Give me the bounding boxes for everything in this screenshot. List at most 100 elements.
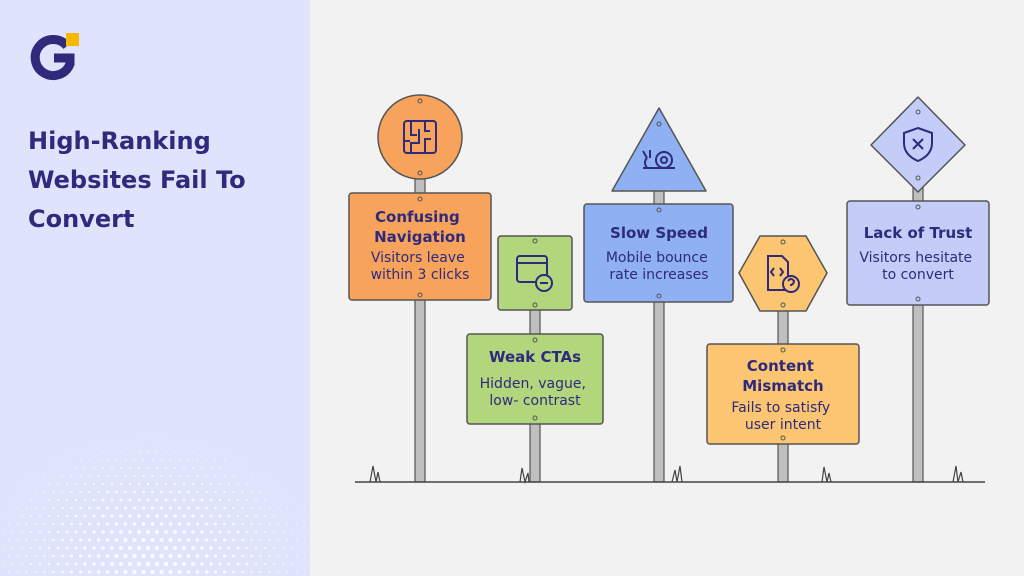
pattern-dot bbox=[154, 545, 160, 551]
pattern-dot bbox=[133, 443, 136, 445]
pattern-dot bbox=[286, 555, 289, 557]
pattern-dot bbox=[136, 545, 142, 551]
pattern-dot bbox=[70, 554, 73, 558]
pattern-dot bbox=[195, 554, 200, 558]
pattern-dot bbox=[286, 571, 289, 573]
pattern-dot bbox=[245, 530, 249, 534]
pattern-dot bbox=[227, 498, 231, 502]
pattern-dot bbox=[160, 443, 163, 445]
pattern-dot bbox=[78, 538, 83, 542]
sign-cta-title-1: Weak CTAs bbox=[489, 348, 581, 366]
pattern-dot bbox=[200, 530, 204, 534]
pattern-dot bbox=[150, 522, 155, 526]
pattern-dot bbox=[83, 546, 87, 550]
pattern-dot bbox=[25, 523, 28, 525]
pattern-dot bbox=[114, 554, 119, 558]
pattern-dot bbox=[38, 530, 42, 534]
pattern-dot bbox=[75, 467, 77, 469]
pattern-dot bbox=[273, 483, 275, 485]
pattern-dot bbox=[287, 491, 288, 493]
pattern-dot bbox=[137, 482, 141, 486]
pattern-dot bbox=[191, 498, 195, 502]
sign-navigation-board bbox=[348, 192, 492, 301]
pattern-dot bbox=[183, 467, 185, 469]
pattern-dot bbox=[21, 499, 23, 501]
pattern-dot bbox=[286, 539, 289, 541]
svg-text:Slow Speed: Slow Speed bbox=[610, 224, 708, 242]
pattern-dot bbox=[204, 522, 209, 526]
pattern-dot bbox=[164, 498, 168, 502]
pattern-dot bbox=[169, 490, 172, 494]
pattern-dot bbox=[52, 507, 55, 509]
sign-content-title-1: Content bbox=[747, 357, 814, 375]
pattern-dot bbox=[160, 490, 163, 494]
pattern-dot bbox=[7, 555, 10, 557]
pattern-dot bbox=[106, 490, 109, 494]
snail-icon bbox=[642, 150, 675, 169]
pattern-dot bbox=[255, 515, 257, 517]
pattern-dot bbox=[151, 443, 154, 445]
pattern-dot bbox=[7, 571, 10, 573]
pattern-dot bbox=[101, 482, 105, 486]
pattern-dot bbox=[282, 531, 284, 533]
pattern-dot bbox=[182, 562, 186, 566]
pattern-dot bbox=[201, 467, 203, 469]
pattern-dot bbox=[57, 483, 59, 485]
pattern-dot bbox=[123, 538, 128, 542]
pattern-dot bbox=[282, 563, 284, 565]
pattern-dot bbox=[164, 530, 168, 534]
pattern-dot bbox=[277, 539, 280, 541]
pattern-dot bbox=[119, 482, 123, 486]
pattern-dot bbox=[250, 491, 253, 493]
pattern-dot bbox=[3, 531, 5, 533]
pattern-dot bbox=[30, 531, 32, 533]
pattern-dot bbox=[155, 482, 159, 486]
pattern-dot bbox=[145, 545, 151, 551]
pattern-dot bbox=[259, 570, 262, 574]
pattern-dot bbox=[102, 451, 104, 453]
pattern-dot bbox=[132, 553, 137, 559]
pattern-dot bbox=[155, 514, 159, 518]
pattern-dot bbox=[251, 459, 252, 461]
pattern-dot bbox=[182, 498, 186, 502]
pattern-dot bbox=[80, 443, 81, 445]
pattern-dot bbox=[222, 554, 227, 558]
pattern-dot bbox=[200, 546, 204, 550]
pattern-dot bbox=[39, 499, 41, 501]
pattern-dot bbox=[105, 570, 110, 574]
pattern-dot bbox=[118, 561, 124, 567]
pattern-dot bbox=[164, 482, 168, 486]
pattern-dot bbox=[101, 562, 105, 566]
pattern-dot bbox=[118, 545, 124, 551]
pattern-dot bbox=[282, 499, 284, 501]
pattern-dot bbox=[150, 569, 155, 575]
pattern-dot bbox=[300, 547, 302, 549]
pattern-dot bbox=[111, 467, 113, 469]
pattern-dot bbox=[70, 506, 73, 510]
pattern-dot bbox=[150, 553, 155, 559]
svg-text:Mobile bounce rate incre: Mobile bounce rate increases bbox=[606, 250, 712, 283]
sign-content-title-2: Mismatch bbox=[742, 377, 824, 395]
sign-navigation: Confusing Navigation Visitors leave with… bbox=[348, 94, 492, 301]
pattern-dot bbox=[277, 507, 280, 509]
pattern-dot bbox=[259, 507, 262, 509]
pattern-dot bbox=[146, 498, 150, 502]
sign-speed-desc-2: rate increases bbox=[609, 267, 708, 283]
pattern-dot bbox=[218, 546, 222, 550]
pattern-dot bbox=[65, 530, 69, 534]
pattern-dot bbox=[21, 531, 23, 533]
pattern-dot bbox=[39, 515, 41, 517]
pattern-dot bbox=[291, 515, 293, 517]
pattern-dot bbox=[106, 475, 109, 477]
sign-trust-desc-1: Visitors hesitate bbox=[859, 250, 972, 266]
pattern-dot bbox=[61, 491, 64, 493]
pattern-dot bbox=[142, 474, 145, 478]
pattern-dot bbox=[236, 546, 240, 550]
browser-minus-icon bbox=[516, 255, 553, 292]
pattern-dot bbox=[88, 490, 91, 494]
pattern-dot bbox=[52, 491, 55, 493]
pattern-dot bbox=[218, 530, 222, 534]
pattern-dot bbox=[232, 554, 235, 558]
pattern-dot bbox=[215, 443, 216, 445]
pattern-dot bbox=[70, 522, 73, 526]
